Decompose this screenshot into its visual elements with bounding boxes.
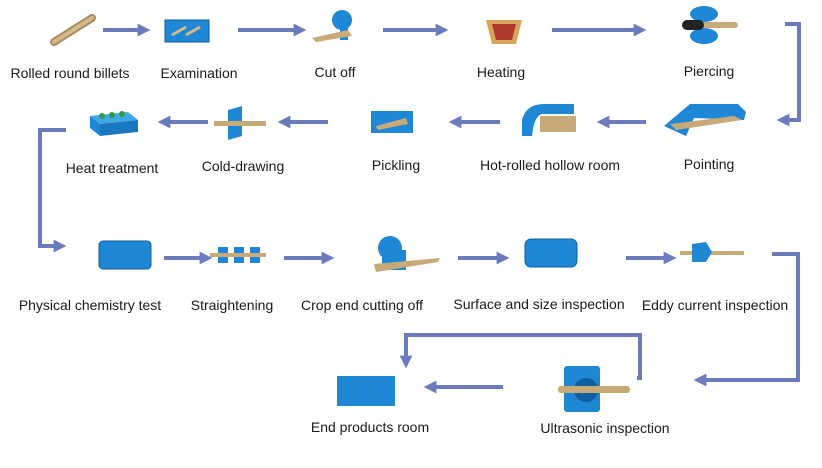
label-cold-drawing: Cold-drawing	[201, 158, 285, 174]
label-pickling: Pickling	[371, 157, 421, 173]
label-pointing: Pointing	[683, 156, 735, 172]
label-straightening: Straightening	[190, 297, 274, 313]
rolled-billet-icon	[50, 14, 96, 46]
label-physical-chemistry-test: Physical chemistry test	[18, 297, 162, 313]
cutoff-saw-icon	[312, 10, 352, 42]
label-cut-off: Cut off	[314, 64, 356, 80]
straightening-rolls-icon	[210, 247, 266, 263]
label-surface-and-size-inspection: Surface and size inspection	[453, 296, 625, 312]
chemistry-test-box-icon	[98, 240, 152, 270]
end-products-box-icon	[337, 376, 395, 406]
arrow-heattreatment-to-physicaltest	[38, 128, 67, 253]
crop-end-saw-icon	[374, 236, 440, 272]
pointing-machine-icon	[664, 104, 746, 136]
cold-drawing-die-icon	[214, 106, 266, 140]
label-rolled-round-billets: Rolled round billets	[10, 65, 130, 81]
label-ultrasonic-inspection: Ultrasonic inspection	[540, 420, 670, 436]
pickling-tank-icon	[371, 111, 413, 133]
label-end-products-room: End products room	[310, 419, 430, 435]
heating-furnace-icon	[486, 20, 522, 44]
label-heating: Heating	[476, 64, 526, 80]
label-examination: Examination	[160, 65, 238, 81]
eddy-current-probe-icon	[680, 242, 744, 262]
label-piercing: Piercing	[683, 63, 735, 79]
arrow-crossover-to-endproducts	[399, 333, 642, 380]
piercing-mill-icon	[682, 6, 738, 44]
hot-rolling-mill-icon	[522, 104, 576, 136]
examination-icon	[164, 19, 210, 43]
surface-inspection-box-icon	[524, 238, 578, 268]
arrow-eddy-to-ultrasonic	[693, 252, 800, 387]
arrow-piercing-to-pointing	[776, 22, 801, 127]
label-crop-end-cutting-off: Crop end cutting off	[301, 297, 423, 313]
label-eddy-current-inspection: Eddy current inspection	[641, 297, 789, 313]
label-hot-rolled-hollow-room: Hot-rolled hollow room	[479, 157, 621, 173]
label-heat-treatment: Heat treatment	[65, 160, 159, 176]
heat-treatment-furnace-icon	[90, 111, 138, 136]
ultrasonic-tester-icon	[558, 366, 630, 412]
